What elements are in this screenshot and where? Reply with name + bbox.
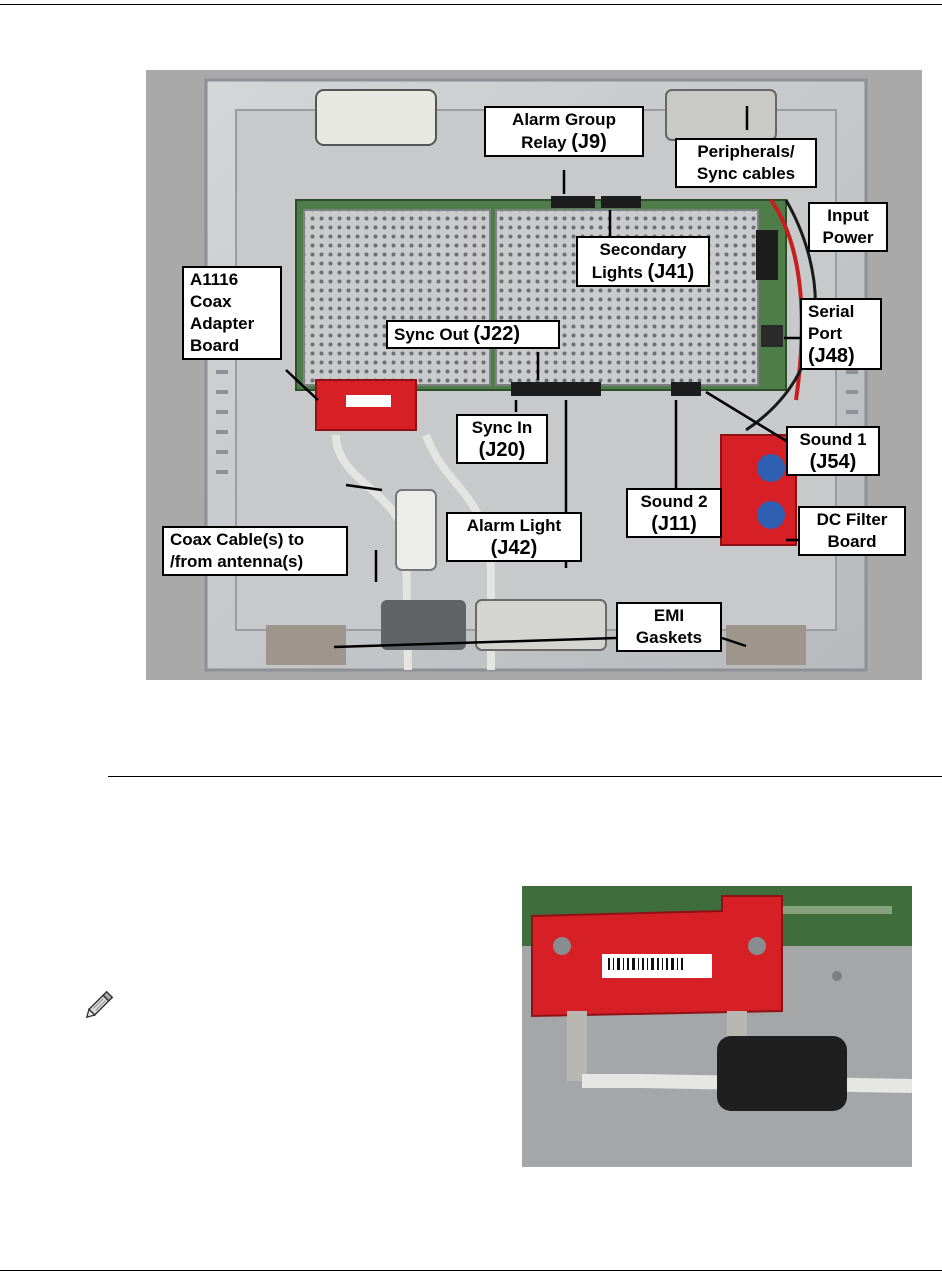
label-peripherals-line1: Peripherals/ (683, 141, 809, 163)
label-input-power-line1: Input (816, 205, 880, 227)
label-coax-adapter-line2: Coax (190, 291, 274, 313)
label-coax-cable-line2: /from antenna(s) (170, 551, 340, 573)
label-dc-filter-line1: DC Filter (806, 509, 898, 531)
label-peripherals-line2: Sync cables (683, 163, 809, 185)
label-coax-adapter-board: A1116 Coax Adapter Board (182, 266, 282, 360)
label-coax-cable: Coax Cable(s) to /from antenna(s) (162, 526, 348, 576)
label-alarm-light-j42: (J42) (454, 537, 574, 559)
label-alarm-light: Alarm Light (J42) (446, 512, 582, 562)
label-alarm-light-line1: Alarm Light (454, 515, 574, 537)
label-serial-port-j48: (J48) (808, 345, 874, 367)
label-sound2: Sound 2 (J11) (626, 488, 722, 538)
label-sync-in: Sync In (J20) (456, 414, 548, 464)
section-rule (108, 776, 942, 777)
label-sound1-line1: Sound 1 (794, 429, 872, 451)
label-sound1-j54: (J54) (794, 451, 872, 473)
enclosure-photo: Alarm Group Relay (J9) Peripherals/ Sync… (146, 70, 922, 680)
label-coax-cable-line1: Coax Cable(s) to (170, 529, 340, 551)
label-coax-adapter-line1: A1116 (190, 269, 274, 291)
pencil-note-icon (84, 986, 118, 1020)
label-emi-gaskets: EMI Gaskets (616, 602, 722, 652)
label-serial-port-line2: Port (808, 323, 874, 345)
label-serial-port-line1: Serial (808, 301, 874, 323)
label-sound1: Sound 1 (J54) (786, 426, 880, 476)
footer-rule (0, 1270, 942, 1271)
label-coax-adapter-line3: Adapter (190, 313, 274, 335)
label-sync-in-j20: (J20) (464, 439, 540, 461)
label-sync-out: Sync Out (J22) (386, 320, 560, 349)
coax-closeup-illustration (522, 886, 912, 1167)
coax-adapter-closeup-photo (522, 886, 912, 1167)
label-dc-filter-board: DC Filter Board (798, 506, 906, 556)
label-input-power-line2: Power (816, 227, 880, 249)
label-sound2-line1: Sound 2 (634, 491, 714, 513)
label-input-power: Input Power (808, 202, 888, 252)
label-secondary-lights-j41: (J41) (648, 261, 695, 283)
label-alarm-group-relay-line2: Relay (521, 133, 571, 152)
label-coax-adapter-line4: Board (190, 335, 274, 357)
label-emi-gaskets-line2: Gaskets (624, 627, 714, 649)
label-sync-out-j22: (J22) (473, 323, 520, 345)
label-sync-out-text: Sync Out (394, 325, 473, 344)
label-alarm-group-relay-line1: Alarm Group (492, 109, 636, 131)
label-sound2-j11: (J11) (634, 513, 714, 535)
label-emi-gaskets-line1: EMI (624, 605, 714, 627)
label-dc-filter-line2: Board (806, 531, 898, 553)
label-sync-in-line1: Sync In (464, 417, 540, 439)
label-secondary-lights-line1: Secondary (584, 239, 702, 261)
label-secondary-lights-line2: Lights (592, 263, 648, 282)
label-alarm-group-relay: Alarm Group Relay (J9) (484, 106, 644, 157)
label-peripherals: Peripherals/ Sync cables (675, 138, 817, 188)
label-serial-port: Serial Port (J48) (800, 298, 882, 370)
header-rule (0, 4, 942, 5)
label-alarm-group-relay-j9: (J9) (571, 131, 607, 153)
label-secondary-lights: Secondary Lights (J41) (576, 236, 710, 287)
